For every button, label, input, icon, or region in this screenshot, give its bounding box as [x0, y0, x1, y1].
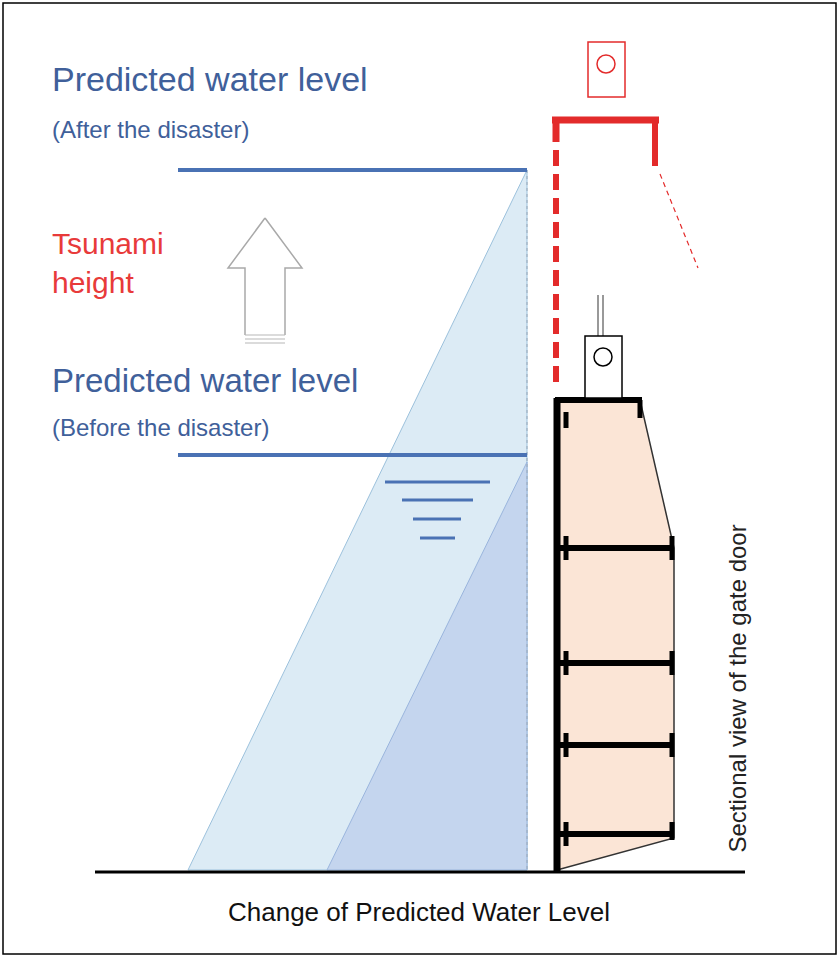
- section-label: Sectional view of the gate door: [721, 515, 756, 860]
- flange: [564, 651, 569, 675]
- raised-skin-plate: [553, 117, 560, 142]
- hoist-box: [585, 336, 622, 398]
- flange: [564, 536, 569, 560]
- hoist-sheave: [594, 348, 612, 366]
- tail-stroke: [245, 334, 285, 335]
- level-heading: Predicted water level: [52, 60, 368, 99]
- gate-girders: [557, 548, 674, 834]
- flange: [670, 536, 675, 560]
- level-after-line: [178, 168, 527, 172]
- gate-skin-plate: [554, 398, 561, 872]
- tsunami-label: Tsunami height: [52, 224, 202, 302]
- raised-skin-plate-dashed: [553, 150, 559, 382]
- figure-caption: Change of Predicted Water Level: [228, 898, 610, 928]
- frame-border: [3, 3, 836, 954]
- raised-gate-outline-dashed: [660, 174, 698, 268]
- surface-stroke: [420, 537, 455, 540]
- hoist-rope: [597, 295, 598, 336]
- raised-hoist-sheave: [597, 55, 615, 73]
- flange: [564, 733, 569, 757]
- girder: [557, 660, 674, 666]
- gate-body: [557, 400, 674, 870]
- water-after: [188, 170, 527, 870]
- level-before-line: [178, 453, 527, 457]
- hoist-rope: [602, 295, 603, 336]
- gate-stub: [638, 400, 643, 418]
- level-subheading: (After the disaster): [52, 116, 249, 144]
- rise-arrow: [228, 218, 302, 335]
- flange: [670, 822, 675, 840]
- level-subheading: (Before the disaster): [52, 414, 269, 442]
- water-before: [327, 462, 527, 870]
- rise-arrow-tail: [245, 335, 285, 343]
- raised-hoist-box: [588, 42, 625, 97]
- raised-gate-stub: [652, 117, 658, 166]
- girder-flanges: [566, 412, 672, 846]
- surface-stroke: [385, 481, 490, 484]
- water-surface-symbol: [385, 482, 490, 538]
- raised-gate-top: [552, 117, 659, 124]
- flange: [564, 412, 569, 428]
- surface-stroke: [402, 499, 473, 502]
- girder: [557, 742, 674, 748]
- girder: [557, 831, 674, 837]
- flange: [670, 651, 675, 675]
- ground-line: [95, 871, 745, 874]
- tail-stroke: [245, 342, 285, 343]
- flange: [670, 733, 675, 757]
- tail-stroke: [245, 338, 285, 339]
- surface-stroke: [413, 518, 461, 521]
- girder: [557, 545, 674, 551]
- flange: [564, 822, 569, 846]
- wall-face-line: [527, 170, 528, 870]
- level-heading: Predicted water level: [52, 362, 358, 400]
